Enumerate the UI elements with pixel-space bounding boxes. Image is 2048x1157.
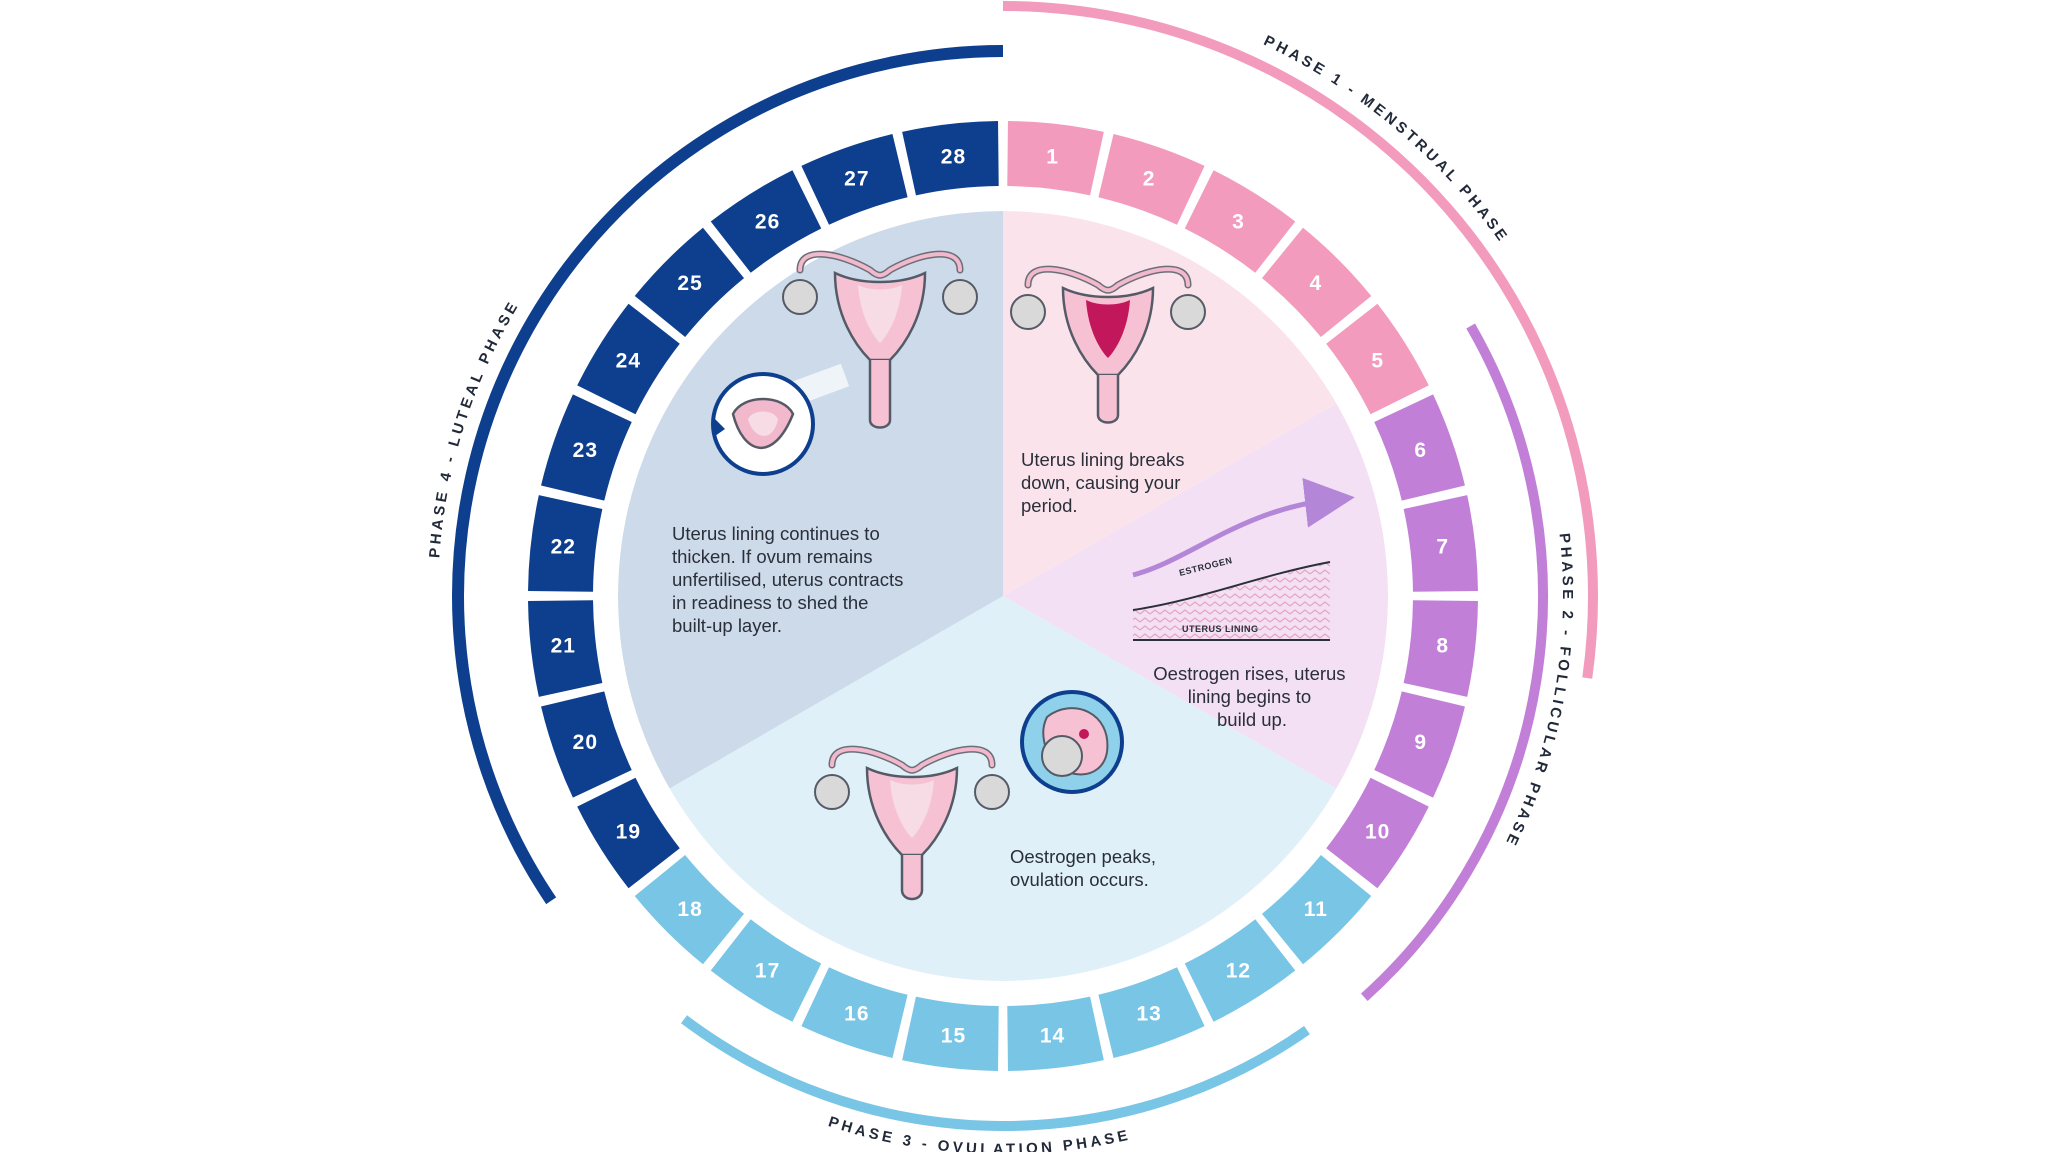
- phase-arc-follicular: [1360, 323, 1548, 1002]
- day-label: 2: [1143, 167, 1156, 190]
- day-cell-21: [528, 600, 603, 697]
- day-label: 4: [1310, 272, 1323, 295]
- phase-label-luteal: PHASE 4 - LUTEAL PHASE: [426, 297, 523, 559]
- day-cell-3: [1184, 170, 1296, 273]
- day-cell-17: [710, 919, 822, 1022]
- day-label: 17: [755, 960, 780, 983]
- day-label: 15: [941, 1025, 966, 1048]
- day-cell-24: [577, 303, 680, 415]
- day-cell-27: [801, 134, 908, 225]
- lining-curve: [1132, 561, 1331, 611]
- day-cell-14: [1007, 996, 1104, 1071]
- day-label: 6: [1414, 439, 1427, 462]
- day-label: 12: [1226, 960, 1251, 983]
- uterus-lining-label: UTERUS LINING: [1182, 624, 1259, 634]
- sector-rim: [592, 185, 1414, 1007]
- day-cell-13: [1098, 967, 1205, 1058]
- estrogen-curve: [1132, 477, 1355, 578]
- phase-arc-luteal: [452, 45, 1004, 905]
- uterus-luteal-illustration: [745, 250, 978, 429]
- day-cell-7: [1403, 495, 1478, 592]
- day-label: 8: [1436, 635, 1449, 658]
- day-cell-18: [634, 854, 745, 965]
- day-label: 11: [1304, 898, 1328, 921]
- day-label: 25: [677, 272, 702, 295]
- day-label: 28: [941, 145, 966, 168]
- day-label: 22: [551, 535, 576, 558]
- sector-luteal: [617, 211, 1003, 789]
- day-label: 16: [844, 1003, 869, 1026]
- day-cell-10: [1326, 777, 1429, 889]
- day-label: 24: [616, 350, 641, 373]
- day-label: 9: [1414, 731, 1427, 754]
- day-label: 20: [573, 731, 598, 754]
- ovary-zoom-circle: [1020, 690, 1124, 794]
- day-cell-4: [1261, 227, 1372, 338]
- luteal-description: Uterus lining continues to thicken. If o…: [672, 523, 909, 636]
- phase-arc-ovulation: [681, 1015, 1310, 1132]
- day-label: 10: [1365, 820, 1390, 843]
- uterus-shape: [1010, 265, 1206, 424]
- day-cell-11: [1261, 854, 1372, 965]
- phase-label-menstrual: PHASE 1 - MENSTRUAL PHASE: [1261, 32, 1512, 246]
- day-label: 26: [755, 210, 780, 233]
- day-cell-26: [710, 170, 822, 273]
- day-cell-12: [1184, 919, 1296, 1022]
- day-label: 5: [1371, 350, 1384, 373]
- day-label: 3: [1232, 210, 1245, 233]
- lining-zoom-circle: [711, 372, 815, 476]
- day-label: 27: [844, 167, 869, 190]
- lining-area: [1133, 562, 1330, 640]
- day-label: 21: [551, 635, 576, 658]
- day-cell-8: [1403, 600, 1478, 697]
- day-label: 13: [1136, 1003, 1161, 1026]
- day-ring: 1234567891011121314151617181920212223242…: [528, 121, 1478, 1071]
- phase-arc-menstrual: [1002, 1, 1598, 679]
- day-cell-28: [902, 121, 999, 196]
- day-cell-23: [541, 394, 632, 501]
- menstrual-description: Uterus lining breaks down, causing your …: [1021, 449, 1190, 516]
- ovulation-description: Oestrogen peaks, ovulation occurs.: [1010, 846, 1161, 890]
- day-cell-2: [1098, 134, 1205, 225]
- day-cell-25: [634, 227, 745, 338]
- day-cell-15: [902, 996, 999, 1071]
- phase-descriptions: Uterus lining breaks down, causing your …: [672, 449, 1350, 890]
- day-label: 1: [1046, 145, 1059, 168]
- illustrations: ESTROGEN UTERUS LINING: [711, 250, 1355, 901]
- follicular-description: Oestrogen rises, uterus lining begins to…: [1153, 663, 1350, 730]
- day-cell-5: [1326, 303, 1429, 415]
- day-label: 23: [573, 439, 598, 462]
- day-label: 19: [616, 820, 641, 843]
- day-cell-22: [528, 495, 603, 592]
- day-cell-9: [1374, 691, 1465, 798]
- day-cell-19: [577, 777, 680, 889]
- day-cell-1: [1007, 121, 1104, 196]
- day-label: 18: [677, 898, 702, 921]
- day-label: 14: [1040, 1025, 1065, 1048]
- uterus-menstrual-illustration: [1010, 265, 1206, 424]
- day-cell-20: [541, 691, 632, 798]
- day-cell-16: [801, 967, 908, 1058]
- day-label: 7: [1436, 535, 1449, 558]
- uterus-ovulation-illustration: [814, 745, 1010, 901]
- day-cell-6: [1374, 394, 1465, 501]
